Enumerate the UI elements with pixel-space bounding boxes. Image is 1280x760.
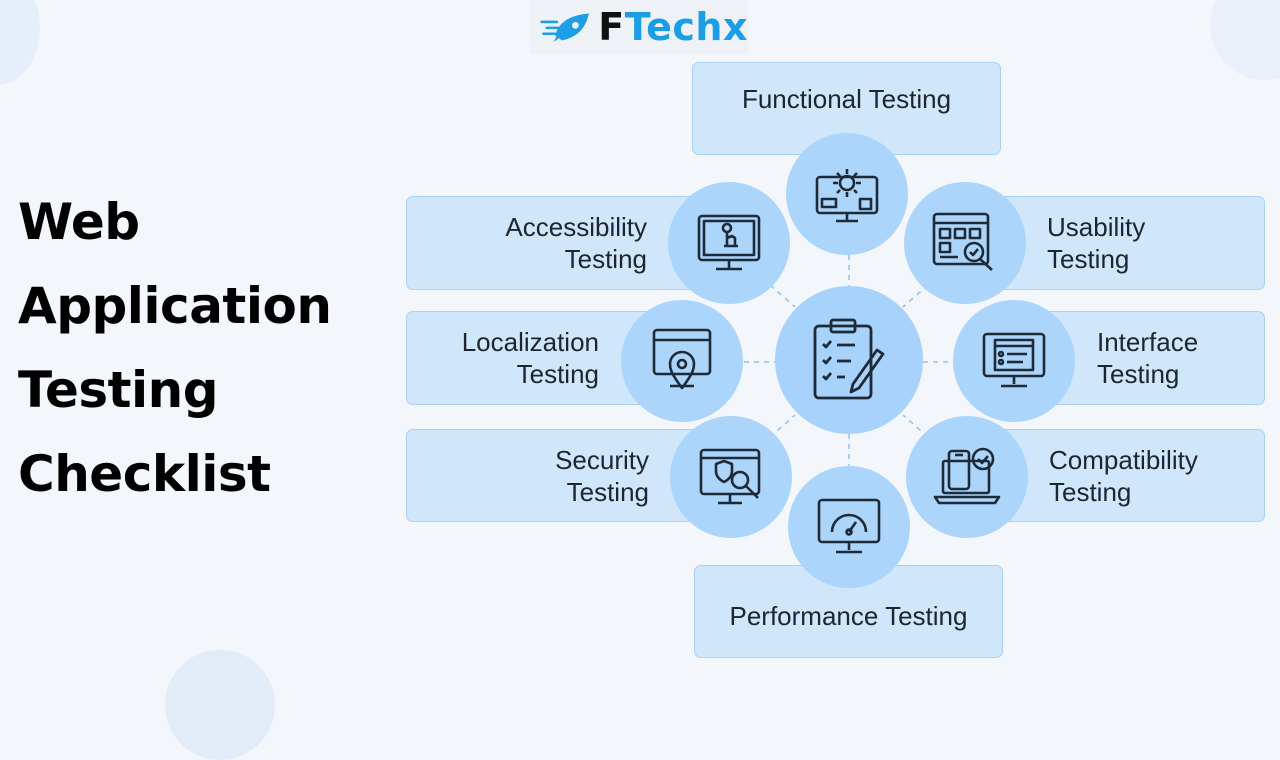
item-label: Interface [1097, 327, 1199, 357]
title-line: Testing [18, 361, 219, 419]
title-line: Web [18, 193, 140, 251]
circle-accessibility [668, 182, 790, 304]
interface-monitor-icon [982, 332, 1046, 388]
item-label: Testing [566, 476, 649, 507]
testing-diagram: Functional Testing Accessibility Testing… [406, 62, 1265, 658]
box-localization-testing: Localization Testing [406, 311, 656, 405]
devices-check-icon [933, 447, 1001, 505]
title-line: Checklist [18, 445, 271, 503]
item-label: Localization [461, 327, 599, 357]
item-label: Security [555, 444, 649, 475]
item-label: Compatibility [1049, 444, 1198, 475]
box-accessibility-testing: Accessibility Testing [406, 196, 706, 290]
box-compatibility-testing: Compatibility Testing [992, 429, 1265, 522]
item-label: Testing [1047, 244, 1130, 274]
logo-word-techx: Techx [624, 5, 748, 49]
clipboard-checklist-icon [813, 318, 885, 400]
location-browser-icon [652, 328, 712, 390]
connector-lines [744, 255, 953, 466]
circle-interface [953, 300, 1075, 422]
item-label: Testing [1049, 476, 1132, 507]
item-label: Testing [516, 359, 599, 389]
circle-hub [775, 286, 923, 434]
box-security-testing: Security Testing [406, 429, 706, 522]
ftechx-logo: FTechx [530, 0, 748, 54]
box-interface-testing: Interface Testing [1040, 311, 1265, 405]
item-label: Functional Testing [741, 83, 952, 114]
circle-performance [788, 466, 910, 588]
circle-usability [904, 182, 1026, 304]
rocket-logo-icon [540, 13, 589, 43]
circle-functional [786, 133, 908, 255]
circle-security [670, 416, 792, 538]
page-title: Web Application Testing Checklist [18, 180, 332, 516]
box-usability-testing: Usability Testing [992, 196, 1265, 290]
circle-localization [621, 300, 743, 422]
gear-monitor-icon [815, 169, 879, 223]
touch-monitor-icon [697, 214, 761, 271]
circle-compatibility [906, 416, 1028, 538]
title-line: Application [18, 277, 332, 335]
speedometer-monitor-icon [817, 498, 881, 554]
item-label: Usability [1047, 212, 1146, 242]
logo-wordmark: FTechx [598, 8, 748, 46]
item-label: Testing [1097, 359, 1180, 389]
item-label: Testing [564, 244, 647, 274]
item-label: Performance Testing [729, 600, 968, 631]
shield-monitor-icon [699, 448, 761, 505]
item-label: Accessibility [505, 212, 647, 242]
logo-letter-f: F [598, 5, 625, 49]
layout-magnifier-icon [932, 212, 993, 271]
